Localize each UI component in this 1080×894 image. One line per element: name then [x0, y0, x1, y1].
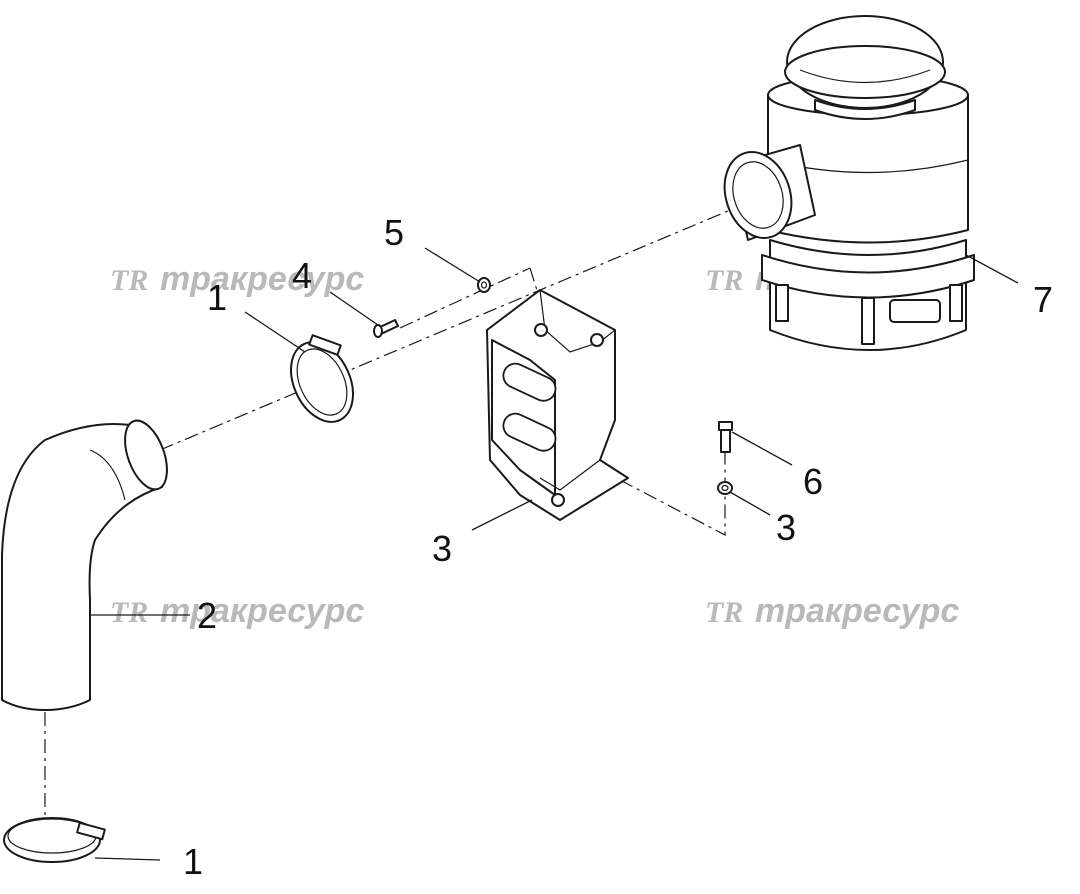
- bolt-6: [718, 421, 733, 453]
- callout-3-bracket: 3: [432, 528, 452, 569]
- watermark-logo: TR: [110, 596, 148, 629]
- hose-clamp-upper: [290, 334, 354, 423]
- axis-bracket-foot: [619, 440, 726, 536]
- watermark-logo: TR: [705, 596, 743, 629]
- assembly-axes: [44, 207, 736, 820]
- leader-3-washer: [729, 491, 771, 516]
- leader-lines: [90, 247, 1019, 861]
- washer-3: [717, 481, 733, 495]
- watermark-logo: TR: [110, 264, 148, 297]
- mounting-bracket: [486, 289, 629, 521]
- leader-7: [965, 254, 1019, 284]
- watermark-logo: TR: [705, 264, 743, 297]
- washer-5: [477, 277, 491, 293]
- callout-1-lower: 1: [183, 841, 203, 882]
- callout-6: 6: [803, 461, 823, 502]
- watermark-text: тракресурс: [160, 592, 364, 630]
- leader-1-upper: [244, 311, 306, 353]
- watermark-bottom-right: TR тракресурс: [705, 592, 959, 630]
- elbow-hose: [1, 419, 168, 711]
- bolt-4: [373, 319, 399, 338]
- leader-5: [424, 247, 481, 283]
- watermark-text: тракресурс: [755, 592, 959, 630]
- air-filter-housing: [723, 15, 975, 351]
- callout-2: 2: [197, 595, 217, 636]
- watermark-bottom-left: TR тракресурс: [110, 592, 364, 630]
- watermark-text: тракресурс: [160, 260, 364, 298]
- leader-6: [731, 431, 793, 466]
- leader-1-lower: [94, 857, 161, 861]
- callout-5: 5: [384, 212, 404, 253]
- callout-labels: 1 4 5 7 6 3 3 2 1: [183, 212, 1053, 882]
- leader-4: [329, 291, 379, 326]
- watermark-top-left: TR тракресурс: [110, 260, 364, 298]
- axis-main: [159, 207, 736, 451]
- callout-3-washer: 3: [776, 507, 796, 548]
- axis-bolt: [399, 267, 531, 329]
- callout-1-upper: 1: [207, 277, 227, 318]
- hose-clamp-lower: [3, 817, 106, 863]
- leader-3-bracket: [471, 499, 533, 531]
- callout-4: 4: [292, 255, 312, 296]
- callout-7: 7: [1033, 279, 1053, 320]
